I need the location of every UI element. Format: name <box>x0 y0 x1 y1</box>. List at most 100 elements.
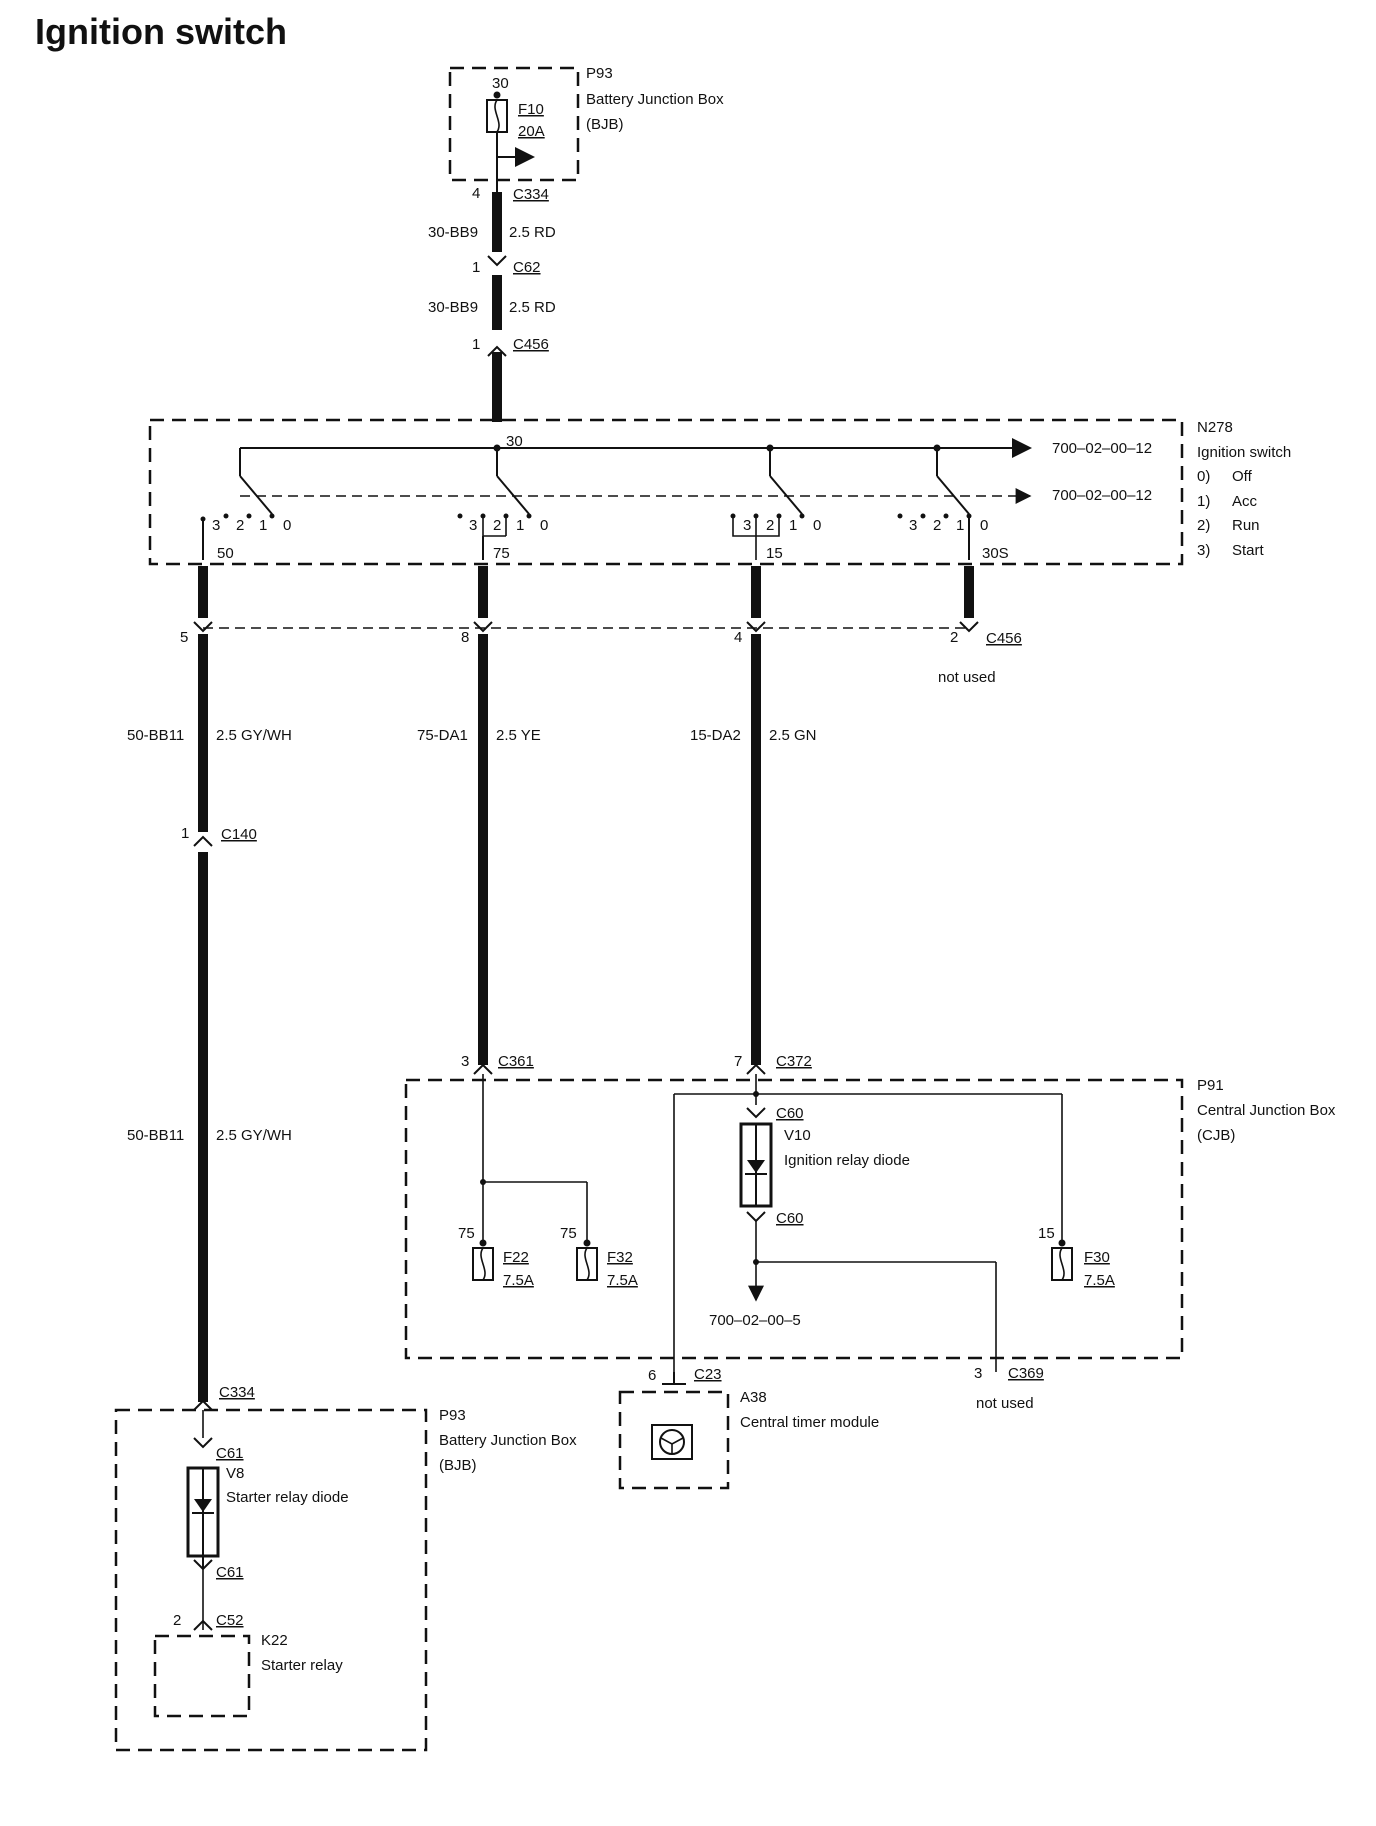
c369-group: 3 C369 not used <box>974 1365 1044 1412</box>
c369-pin: 3 <box>974 1365 982 1382</box>
starter-relay-box <box>153 1634 251 1718</box>
diode-v10-conn-top: C60 <box>776 1105 804 1122</box>
fuse-f30-icon <box>1051 1239 1073 1281</box>
c334-top-label: C334 <box>513 186 549 203</box>
fuse-f30-pin: 15 <box>1038 1225 1055 1242</box>
output-wires: 5 8 4 2 C456 not used 50-BB11 2.5 GY/WH … <box>127 566 1022 1402</box>
bjb-bottom-name: Battery Junction Box <box>439 1432 577 1449</box>
fuse-f32-rating: 7.5A <box>607 1272 638 1289</box>
w75-code: 75-DA1 <box>417 727 468 744</box>
c361-connector-icon <box>473 1063 493 1075</box>
relay-id: K22 <box>261 1632 288 1649</box>
diode-v8-conn-top: C61 <box>216 1445 244 1462</box>
c456-top-label: C456 <box>513 336 549 353</box>
c140-label: C140 <box>221 826 257 843</box>
diode-v8-id: V8 <box>226 1465 244 1482</box>
switch-out-30s: 30S <box>982 545 1009 562</box>
w15-spec: 2.5 GN <box>769 727 817 744</box>
c456-not-used: not used <box>938 669 996 686</box>
c140-pin: 1 <box>181 825 189 842</box>
switch-out-50: 50 <box>217 545 234 562</box>
c456-bottom-label: C456 <box>986 630 1022 647</box>
diode-v10-id: V10 <box>784 1127 811 1144</box>
fuse-f30-rating: 7.5A <box>1084 1272 1115 1289</box>
w50-code-2: 50-BB11 <box>127 1127 184 1144</box>
c23-label: C23 <box>694 1366 722 1383</box>
cjb-box: P91 Central Junction Box (CJB) 3 C361 7 … <box>404 1053 1336 1372</box>
fuse-f32-label: F32 <box>607 1249 633 1266</box>
svg-text:3: 3 <box>469 517 477 534</box>
c62-pin: 1 <box>472 259 480 276</box>
w50-code: 50-BB11 <box>127 727 184 744</box>
c140-connector-icon <box>193 835 213 847</box>
svg-text:0: 0 <box>283 517 291 534</box>
feed-seg1-code: 30-BB9 <box>428 224 478 241</box>
c62-connector-icon <box>487 255 507 267</box>
ignition-switch-box: N278 Ignition switch 0) Off 1) Acc 2) Ru… <box>148 418 1291 566</box>
svg-text:1: 1 <box>259 517 267 534</box>
c456-pin-8: 8 <box>461 629 469 646</box>
fuse-f30-label: F30 <box>1084 1249 1110 1266</box>
c52-label: C52 <box>216 1612 244 1629</box>
fuse-f32-pin: 75 <box>560 1225 577 1242</box>
timer-name: Central timer module <box>740 1414 879 1431</box>
switch-pos-0-num: 0) <box>1197 468 1210 485</box>
switch-section-50: 3 2 1 0 50 <box>200 448 291 562</box>
fuse-f10-rating: 20A <box>518 123 545 140</box>
svg-text:1: 1 <box>956 517 964 534</box>
fuse-f22-pin: 75 <box>458 1225 475 1242</box>
svg-text:3: 3 <box>743 517 751 534</box>
fuse-f22-rating: 7.5A <box>503 1272 534 1289</box>
c456-pin-4: 4 <box>734 629 742 646</box>
switch-ref-2: 700–02–00–12 <box>1052 487 1152 504</box>
svg-text:2: 2 <box>236 517 244 534</box>
switch-pos-2-name: Run <box>1232 517 1260 534</box>
c361-pin: 3 <box>461 1053 469 1070</box>
bjb-top-box: P93 Battery Junction Box (BJB) 30 F10 20… <box>448 65 724 192</box>
c334-top-pin: 4 <box>472 185 480 202</box>
c372-connector-icon <box>746 1063 766 1075</box>
switch-section-15: 3 2 1 0 15 <box>730 448 821 562</box>
cjb-name: Central Junction Box <box>1197 1102 1336 1119</box>
fuse-f10-icon <box>486 99 508 133</box>
c23-pin: 6 <box>648 1367 656 1384</box>
svg-text:3: 3 <box>909 517 917 534</box>
fuse-f32-icon <box>576 1239 598 1281</box>
relay-name: Starter relay <box>261 1657 343 1674</box>
bjb-top-name: Battery Junction Box <box>586 91 724 108</box>
svg-text:2: 2 <box>933 517 941 534</box>
diode-v10-conn-bottom: C60 <box>776 1210 804 1227</box>
w50-spec: 2.5 GY/WH <box>216 727 292 744</box>
c334-bottom-label: C334 <box>219 1384 255 1401</box>
switch-pos-1-name: Acc <box>1232 493 1258 510</box>
diode-v10-icon <box>739 1107 773 1223</box>
diode-v8-name: Starter relay diode <box>226 1489 349 1506</box>
svg-text:1: 1 <box>516 517 524 534</box>
svg-text:3: 3 <box>212 517 220 534</box>
c62-label: C62 <box>513 259 541 276</box>
bjb-bottom-id: P93 <box>439 1407 466 1424</box>
diode-v8-conn-bottom: C61 <box>216 1564 244 1581</box>
switch-pos-3-num: 3) <box>1197 542 1210 559</box>
switch-section-75: 3 2 1 0 75 <box>457 448 548 562</box>
switch-ref-1: 700–02–00–12 <box>1052 440 1152 457</box>
timer-module: 6 C23 A38 Central timer module <box>618 1366 879 1490</box>
feed-seg2-spec: 2.5 RD <box>509 299 556 316</box>
bjb-top-pin: 30 <box>492 75 509 92</box>
switch-id: N278 <box>1197 419 1233 436</box>
c456-pin-5: 5 <box>180 629 188 646</box>
c456-pin-2: 2 <box>950 629 958 646</box>
c369-not-used: not used <box>976 1395 1034 1412</box>
fuse-f22-label: F22 <box>503 1249 529 1266</box>
page-title: Ignition switch <box>35 11 287 52</box>
cjb-ref: 700–02–00–5 <box>709 1312 801 1329</box>
c456-top-connector-icon <box>487 345 507 357</box>
cjb-id: P91 <box>1197 1077 1224 1094</box>
c52-pin: 2 <box>173 1612 181 1629</box>
svg-text:0: 0 <box>980 517 988 534</box>
svg-text:2: 2 <box>493 517 501 534</box>
cjb-abbr: (CJB) <box>1197 1127 1235 1144</box>
switch-out-75: 75 <box>493 545 510 562</box>
feed-wire: 4 C334 30-BB9 2.5 RD 1 C62 30-BB9 2.5 RD… <box>428 185 556 422</box>
switch-pos-2-num: 2) <box>1197 517 1210 534</box>
